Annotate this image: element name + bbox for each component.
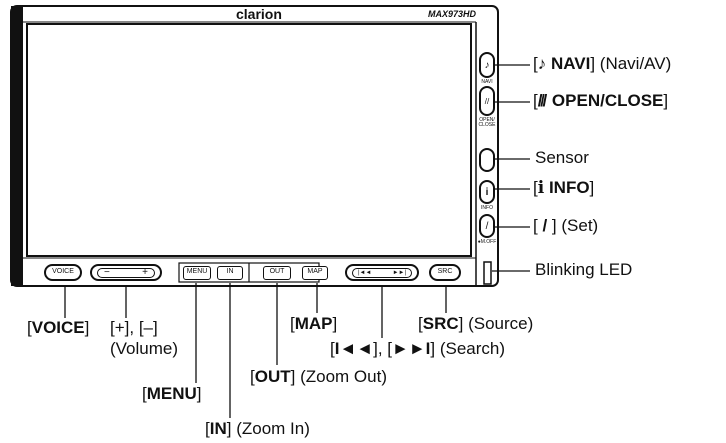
wrench-icon: / <box>485 220 489 232</box>
voice-button[interactable]: VOICE <box>44 264 82 281</box>
map-button[interactable]: MAP <box>302 266 328 280</box>
open-close-callout: [/̸/ OPEN/CLOSE] <box>533 91 669 110</box>
map-callout: [MAP] <box>290 314 338 333</box>
voice-callout: [VOICE] <box>27 318 90 337</box>
out-button[interactable]: OUT <box>263 266 291 280</box>
wrench-icon: / <box>542 216 548 235</box>
menu-callout: [MENU] <box>142 384 202 403</box>
sensor <box>479 148 495 172</box>
menu-button[interactable]: MENU <box>183 266 211 280</box>
next-track-icon: ►►I <box>392 339 431 358</box>
search-rocker[interactable]: |◄◄ ►►| <box>345 264 419 281</box>
navi-button[interactable]: ♪ <box>479 52 495 78</box>
volume-inner: − + <box>97 268 155 278</box>
next-track-icon[interactable]: ►►| <box>392 270 406 276</box>
info-button[interactable]: i <box>479 180 495 204</box>
prev-track-icon: I◄◄ <box>334 339 374 358</box>
brand-logo: clarion <box>236 6 282 22</box>
open-close-caption: OPEN/ CLOSE <box>478 117 496 128</box>
led-callout: Blinking LED <box>535 260 633 279</box>
src-button[interactable]: SRC <box>429 264 461 281</box>
info-callout: [i INFO] <box>533 178 595 198</box>
open-close-icon: /̸/ <box>537 91 548 110</box>
open-close-icon: // <box>484 96 490 106</box>
in-button[interactable]: IN <box>217 266 243 280</box>
in-callout: [IN] (Zoom In) <box>205 419 310 438</box>
src-callout: [SRC] (Source) <box>418 314 534 333</box>
music-note-icon: ♪ <box>484 59 490 71</box>
volume-rocker[interactable]: − + <box>90 264 162 281</box>
navi-caption: NAVI <box>481 79 493 85</box>
out-callout: [OUT] (Zoom Out) <box>250 367 387 386</box>
set-callout: [ / ] (Set) <box>533 216 599 235</box>
search-callout: [I◄◄], [►►I] (Search) <box>330 339 506 358</box>
info-caption: INFO <box>481 205 493 211</box>
open-close-button[interactable]: // <box>479 86 495 116</box>
info-icon: i <box>485 186 489 198</box>
search-inner: |◄◄ ►►| <box>352 268 412 278</box>
volume-plus-button[interactable]: + <box>142 267 148 278</box>
info-icon: i <box>537 178 545 198</box>
volume-callout: [+], [–] <box>110 318 158 337</box>
volume-minus-button[interactable]: − <box>104 267 110 278</box>
set-caption: ●M.OFF <box>477 239 497 245</box>
music-note-icon: ♪ <box>537 54 547 73</box>
sensor-callout: Sensor <box>535 148 589 167</box>
navi-callout: [♪ NAVI] (Navi/AV) <box>533 54 672 73</box>
volume-desc: (Volume) <box>110 339 179 358</box>
model-name: MAX973HD <box>428 9 477 19</box>
prev-track-icon[interactable]: |◄◄ <box>358 270 372 276</box>
set-button[interactable]: / <box>479 214 495 238</box>
